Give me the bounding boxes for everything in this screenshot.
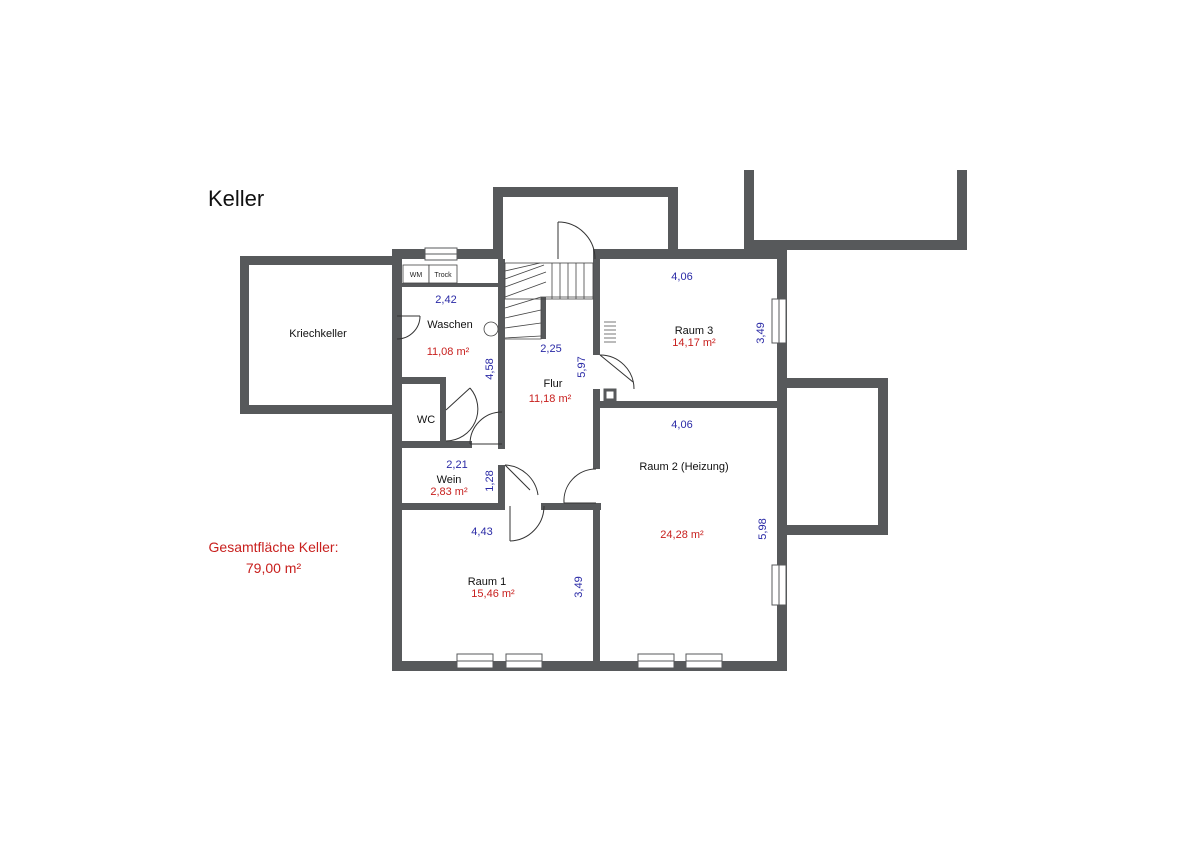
area-waschen: 11,08 m² (427, 346, 470, 358)
wall (744, 240, 966, 250)
dimension-waschen-width: 2,42 (435, 294, 456, 306)
room-name-flur: Flur (544, 378, 563, 390)
dimension-raum1-height: 3,49 (573, 576, 585, 597)
wall (493, 187, 503, 259)
room-name-raum2: Raum 2 (Heizung) (639, 461, 728, 473)
wall (593, 503, 600, 666)
wall (593, 259, 600, 355)
wall (744, 170, 754, 252)
stair-outline (504, 262, 594, 300)
wall (777, 378, 888, 388)
wall (397, 283, 502, 287)
room-name-wc: WC (417, 414, 435, 426)
dimension-raum2-height: 5,98 (757, 518, 769, 539)
dimension-waschen-height: 4,58 (484, 358, 496, 379)
area-flur: 11,18 m² (529, 393, 572, 405)
wall (957, 170, 967, 250)
total-area: Gesamtfläche Keller: 79,00 m² (196, 537, 351, 579)
wall (777, 525, 888, 535)
wall (593, 249, 787, 259)
dimension-raum3-width: 4,06 (671, 271, 692, 283)
wall (541, 503, 601, 510)
area-raum2: 24,28 m² (660, 529, 704, 541)
window (771, 564, 787, 606)
area-raum1: 15,46 m² (471, 588, 515, 600)
dimension-raum3-height: 3,49 (755, 322, 767, 343)
wall (440, 377, 446, 447)
chimney (603, 388, 617, 402)
area-raum3: 14,17 m² (672, 337, 716, 349)
window (424, 247, 458, 261)
wall (493, 187, 678, 197)
dimension-raum1-width: 4,43 (471, 526, 492, 538)
wall (397, 441, 472, 448)
window (456, 653, 494, 669)
door (469, 411, 503, 445)
room-name-raum3: Raum 3 (675, 325, 714, 337)
dryer-label: Trock (434, 272, 452, 279)
appliance-row: WM Trock (402, 264, 458, 284)
area-wein: 2,83 m² (430, 486, 468, 498)
window (685, 653, 723, 669)
wall (593, 389, 600, 469)
wall (397, 377, 445, 384)
room-name-wein: Wein (437, 474, 462, 486)
walls (240, 170, 967, 671)
wall (240, 405, 400, 414)
total-area-label: Gesamtfläche Keller: (208, 539, 339, 555)
radiator (604, 321, 616, 343)
windows (424, 247, 787, 669)
wall (777, 249, 787, 671)
wall (240, 256, 400, 265)
staircase (504, 262, 594, 340)
wall (397, 503, 505, 510)
dimension-raum2-width: 4,06 (671, 419, 692, 431)
door (504, 464, 539, 496)
dimension-flur-height: 5,97 (576, 356, 588, 377)
window (637, 653, 675, 669)
dimension-flur-width: 2,25 (540, 343, 561, 355)
dimension-wein-height: 1,28 (484, 470, 496, 491)
wall (392, 249, 402, 671)
wall (541, 297, 546, 339)
floor-drain (483, 321, 499, 337)
wall (498, 465, 505, 510)
wall (498, 407, 505, 449)
dimension-wein-width: 2,21 (446, 459, 467, 471)
window (505, 653, 543, 669)
wall (392, 661, 787, 671)
room-name-waschen: Waschen (427, 319, 472, 331)
window (771, 298, 787, 344)
door (599, 354, 635, 390)
dryer-box (428, 264, 458, 284)
door (445, 387, 479, 442)
wall (596, 401, 777, 408)
total-area-value: 79,00 m² (245, 560, 302, 576)
door (509, 505, 545, 542)
door (557, 221, 596, 260)
wall (668, 187, 678, 259)
wall (498, 259, 505, 407)
room-name-raum1: Raum 1 (468, 576, 507, 588)
wall (240, 256, 249, 414)
doors (396, 221, 635, 542)
wall (878, 378, 888, 535)
plan-title: Keller (208, 186, 264, 211)
door (563, 468, 597, 504)
room-name-kriechkeller: Kriechkeller (289, 328, 347, 340)
washing-machine-label: WM (410, 272, 423, 279)
door (396, 315, 421, 340)
